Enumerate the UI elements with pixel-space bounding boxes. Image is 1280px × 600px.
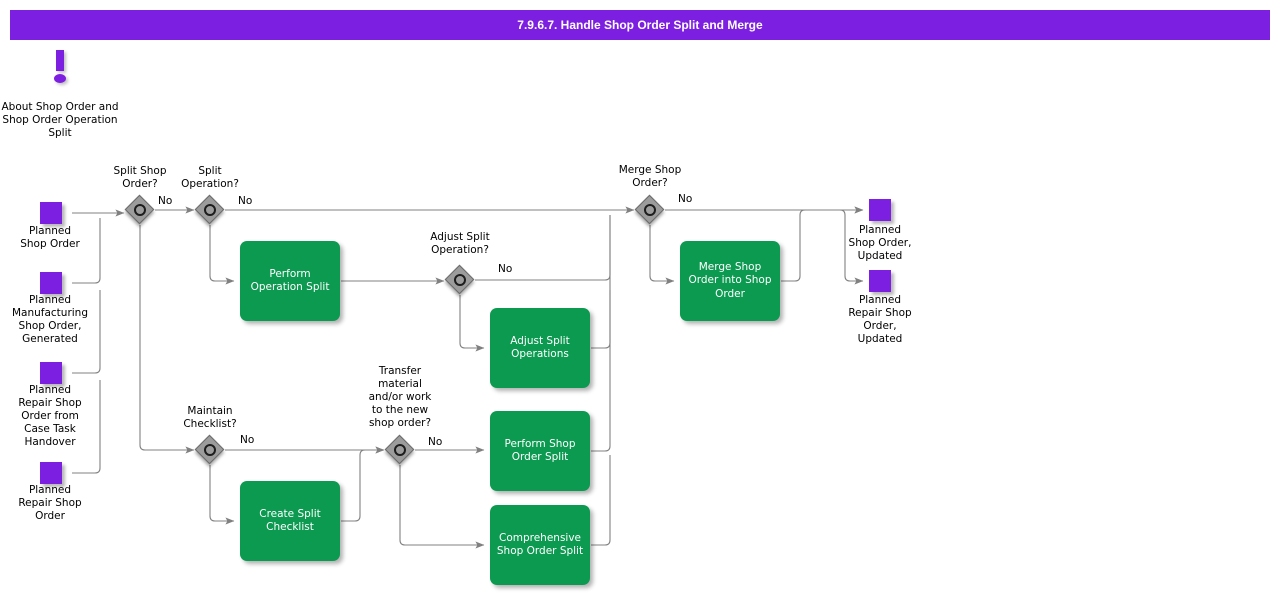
flow-label-maintain-checklist-no: No — [240, 434, 255, 446]
gateway-event-ring-icon — [204, 444, 216, 456]
flow-label-adjust-split-operation-no: No — [498, 263, 513, 275]
gateway-merge-shop-order[interactable] — [634, 194, 665, 225]
flow-label-transfer-material-no: No — [428, 436, 443, 448]
gateway-event-ring-icon — [394, 444, 406, 456]
gateway-split-shop-order[interactable] — [124, 194, 155, 225]
data-object-planned-repair-shop-order-from-case-task-handover[interactable] — [40, 362, 62, 384]
exclamation-bar — [56, 50, 64, 71]
exclamation-dot — [54, 74, 66, 83]
gateway-split-operation[interactable] — [194, 194, 225, 225]
gateway-adjust-split-operation[interactable] — [444, 264, 475, 295]
data-object-planned-shop-order[interactable] — [40, 202, 62, 224]
data-object-planned-repair-shop-order[interactable] — [40, 462, 62, 484]
data-object-planned-shop-order-updated[interactable] — [869, 199, 891, 221]
gateway-maintain-checklist[interactable] — [194, 434, 225, 465]
gateway-event-ring-icon — [204, 204, 216, 216]
gateway-transfer-material[interactable] — [384, 434, 415, 465]
exclamation-icon — [50, 50, 70, 84]
page-title: 7.9.6.7. Handle Shop Order Split and Mer… — [10, 10, 1270, 40]
gateway-event-ring-icon — [134, 204, 146, 216]
gateway-event-ring-icon — [644, 204, 656, 216]
flow-label-merge-shop-order-no: No — [678, 193, 693, 205]
data-object-planned-manufacturing-shop-order-generated[interactable] — [40, 272, 62, 294]
data-object-planned-repair-shop-order-updated[interactable] — [869, 270, 891, 292]
annotation-label: About Shop Order and Shop Order Operatio… — [1, 101, 119, 139]
gateway-event-ring-icon — [454, 274, 466, 286]
flow-label-split-shop-order-no: No — [158, 195, 173, 207]
flow-label-split-operation-no: No — [238, 195, 253, 207]
